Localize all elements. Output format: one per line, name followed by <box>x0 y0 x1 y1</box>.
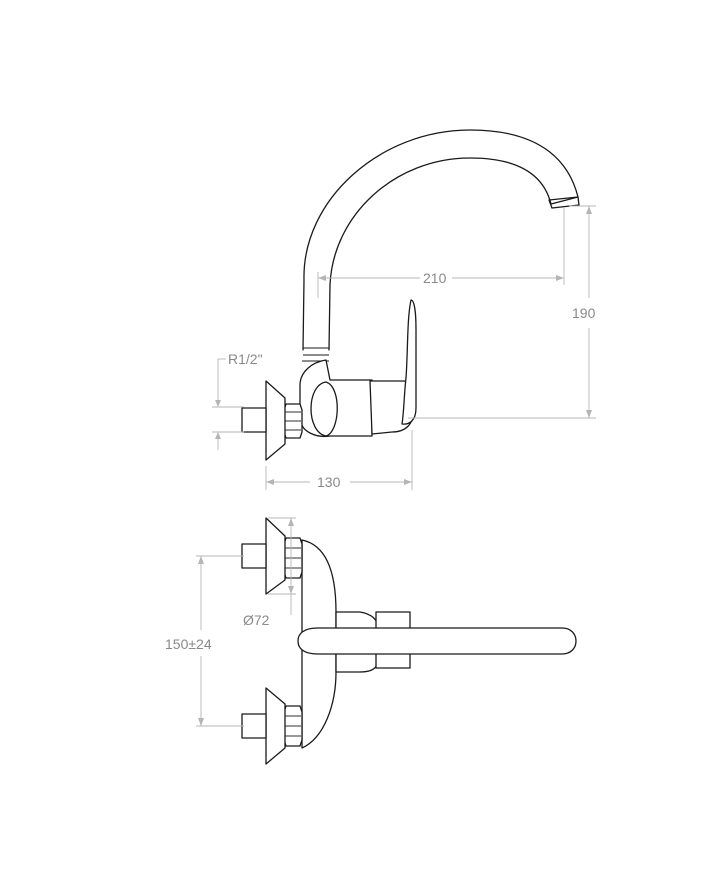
height-label: 190 <box>572 305 596 321</box>
reach-label: 210 <box>423 270 447 286</box>
offset-dimension: 130 <box>265 430 413 490</box>
height-dimension: 190 <box>408 205 596 419</box>
rosette <box>265 380 286 461</box>
thread-dimension: R1/2" <box>212 351 263 450</box>
lower-connector <box>241 687 303 765</box>
rosette-diameter-dimension: Ø72 <box>243 517 296 628</box>
reach-dimension: 210 <box>317 208 565 298</box>
upper-connector <box>241 517 303 595</box>
top-view: Ø72 150±24 <box>165 517 577 765</box>
offset-label: 130 <box>317 474 341 490</box>
top-lever <box>297 627 577 655</box>
rosette-diameter-label: Ø72 <box>243 612 270 628</box>
ball-joint <box>310 381 338 437</box>
spout <box>302 129 579 351</box>
lever-handle <box>401 299 417 425</box>
side-view: R1/2" 210 190 <box>212 129 596 490</box>
center-distance-dimension: 150±24 <box>165 555 244 727</box>
eccentric-pipe <box>241 407 267 433</box>
spout-outlet <box>548 196 580 209</box>
center-distance-label: 150±24 <box>165 636 212 652</box>
thread-label: R1/2" <box>228 351 263 367</box>
